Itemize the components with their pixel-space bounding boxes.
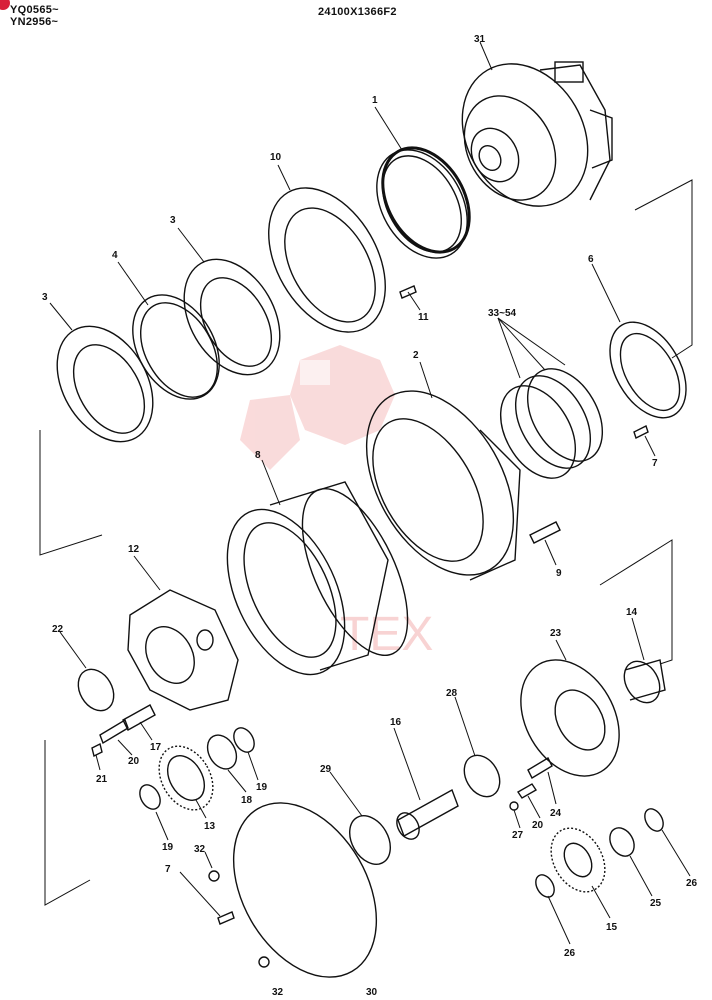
label-7-lower: 7	[165, 864, 171, 875]
label-4: 4	[112, 250, 118, 261]
part-29-disc	[349, 815, 391, 865]
part-3-bearing-lower	[56, 325, 154, 443]
label-3-upper: 3	[170, 215, 176, 226]
serial-range-1: YQ0565~	[10, 4, 59, 16]
label-20-right: 20	[532, 820, 544, 831]
part-25-bearing	[609, 827, 635, 857]
part-17-pin	[122, 704, 156, 731]
serial-range-2: YN2956~	[10, 16, 59, 28]
part-24-pin	[527, 757, 553, 779]
part-33-54-shims	[499, 368, 604, 479]
part-15-planet-gear	[550, 827, 606, 893]
part-12-carrier	[127, 589, 239, 711]
label-1: 1	[372, 95, 378, 106]
label-3-lower: 3	[42, 292, 48, 303]
label-19-left: 19	[162, 842, 174, 853]
part-4-ring	[132, 294, 220, 400]
part-27-bolt	[509, 801, 519, 811]
part-labels: 1 2 3 3 4 6 7 7 8 9 10 11 12 13 14 15 16…	[42, 34, 698, 998]
label-17: 17	[150, 742, 162, 753]
label-14: 14	[626, 607, 638, 618]
label-16: 16	[390, 717, 402, 728]
corner-badge	[0, 0, 10, 10]
part-20-plate	[99, 718, 129, 745]
label-26-lower: 26	[564, 948, 576, 959]
label-29: 29	[320, 764, 332, 775]
part-31-housing	[461, 61, 613, 207]
label-30: 30	[366, 987, 378, 998]
part-7-bolt-upper	[633, 425, 649, 439]
watermark-text: TEX	[340, 608, 433, 661]
part-26-washer-b	[535, 874, 555, 898]
part-10-flange-ring	[268, 187, 386, 333]
label-22: 22	[52, 624, 64, 635]
part-20-plate-right	[517, 783, 537, 799]
part-18-bearing	[206, 734, 238, 770]
part-3-bearing-upper	[183, 258, 281, 376]
label-11: 11	[418, 312, 429, 323]
part-14-gear	[623, 659, 666, 704]
part-16-shaft	[396, 788, 459, 840]
part-8-ring-gear	[226, 481, 409, 676]
label-31: 31	[474, 34, 486, 45]
part-26-washer-a	[644, 808, 664, 832]
label-32-lower: 32	[272, 987, 284, 998]
part-1-floating-seal	[376, 146, 471, 259]
part-28-washer	[463, 754, 501, 798]
label-7-upper: 7	[652, 458, 658, 469]
label-26-right: 26	[686, 878, 698, 889]
part-19-washer-b	[139, 784, 161, 810]
part-22-washer	[77, 668, 115, 712]
label-12: 12	[128, 544, 140, 555]
part-11-bolt	[399, 285, 417, 299]
label-25: 25	[650, 898, 662, 909]
part-7-bolt-lower	[217, 911, 235, 925]
label-33-54: 33~54	[488, 308, 517, 319]
label-21: 21	[96, 774, 108, 785]
label-19-right: 19	[256, 782, 268, 793]
label-28: 28	[446, 688, 458, 699]
part-2-hub	[365, 390, 521, 581]
label-6: 6	[588, 254, 594, 265]
label-15: 15	[606, 922, 618, 933]
part-32-plug-b	[258, 956, 270, 968]
part-30-cover	[232, 802, 378, 978]
label-20-left: 20	[128, 756, 140, 767]
part-19-washer-a	[233, 727, 255, 753]
label-27: 27	[512, 830, 524, 841]
label-23: 23	[550, 628, 562, 639]
part-13-planet-gear	[158, 745, 214, 811]
part-21-bolt	[91, 742, 103, 758]
part-23-carrier	[520, 659, 620, 777]
label-18: 18	[241, 795, 253, 806]
label-24: 24	[550, 808, 562, 819]
label-9: 9	[556, 568, 562, 579]
watermark-logo	[240, 345, 395, 470]
label-2: 2	[413, 350, 419, 361]
label-13: 13	[204, 821, 216, 832]
part-32-plug-a	[208, 870, 220, 882]
drawing-number: 24100X1366F2	[318, 6, 397, 18]
part-6-flange-ring	[609, 321, 687, 419]
part-9-bolt	[529, 521, 561, 544]
leader-lines	[39, 41, 693, 945]
label-10: 10	[270, 152, 282, 163]
label-8: 8	[255, 450, 261, 461]
label-32-upper: 32	[194, 844, 206, 855]
